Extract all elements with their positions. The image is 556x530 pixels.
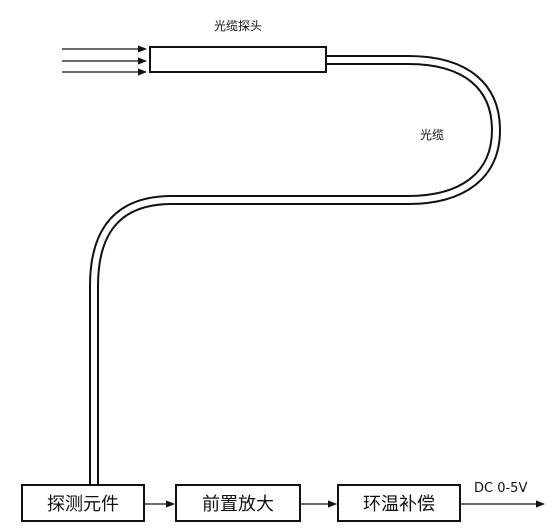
- fiber-optic-cable: [89, 55, 501, 486]
- block-temperature-compensation: 环温补偿: [337, 484, 461, 522]
- cable-label: 光缆: [420, 128, 444, 142]
- block-detector-element: 探测元件: [21, 484, 145, 522]
- output-label: DC 0-5V: [474, 481, 527, 496]
- block-preamplifier: 前置放大: [175, 484, 301, 522]
- block-detector-element-label: 探测元件: [47, 494, 119, 515]
- block-preamplifier-label: 前置放大: [202, 494, 274, 515]
- fiber-probe-head: [149, 46, 327, 73]
- incoming-light-rays: [62, 45, 147, 76]
- probe-label: 光缆探头: [214, 19, 262, 33]
- block-temperature-compensation-label: 环温补偿: [363, 494, 435, 515]
